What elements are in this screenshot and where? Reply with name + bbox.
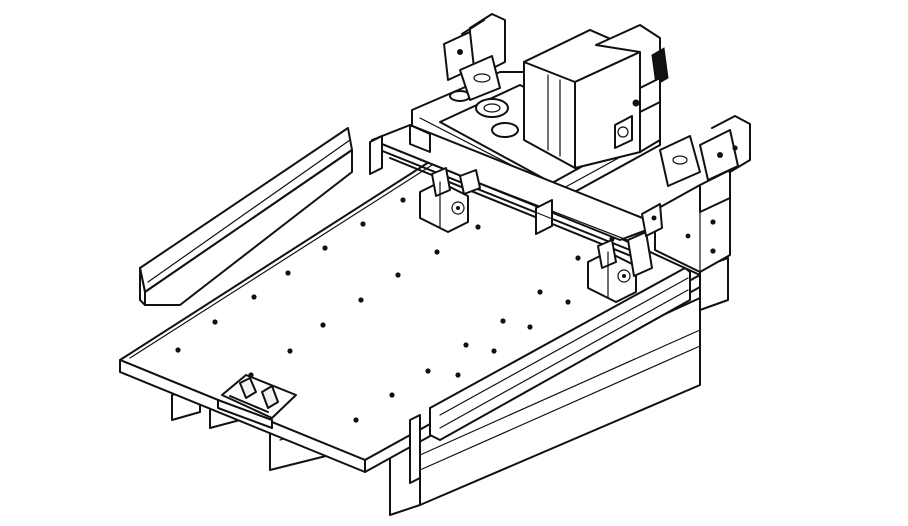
right-carriage-head (587, 203, 663, 303)
left-carriage-head (419, 167, 481, 233)
mounting-hole (353, 417, 359, 423)
motor-block (523, 24, 669, 169)
mounting-hole (537, 289, 543, 295)
mounting-hole (212, 319, 218, 325)
mounting-hole (251, 294, 257, 300)
mounting-hole (491, 348, 497, 354)
mounting-hole (455, 372, 461, 378)
mounting-hole (434, 249, 440, 255)
right-housing (654, 169, 731, 273)
mounting-hole (425, 368, 431, 374)
mounting-hole (322, 245, 328, 251)
mounting-hole (400, 197, 406, 203)
rear-left-bracket (443, 13, 506, 101)
mounting-hole (389, 392, 395, 398)
mounting-hole (500, 318, 506, 324)
mounting-hole (565, 299, 571, 305)
mounting-hole (175, 347, 181, 353)
mounting-hole (575, 255, 581, 261)
mounting-hole (463, 342, 469, 348)
mounting-hole (287, 348, 293, 354)
mounting-hole (527, 324, 533, 330)
mounting-hole (285, 270, 291, 276)
rear-right-bracket (659, 115, 751, 187)
front-guide-rail (409, 267, 691, 484)
mounting-hole (358, 297, 364, 303)
mounting-hole (395, 272, 401, 278)
left-side-wall (139, 127, 353, 306)
mounting-hole (360, 221, 366, 227)
front-latch-clip (217, 374, 297, 429)
mounting-hole (475, 224, 481, 230)
mounting-hole (320, 322, 326, 328)
